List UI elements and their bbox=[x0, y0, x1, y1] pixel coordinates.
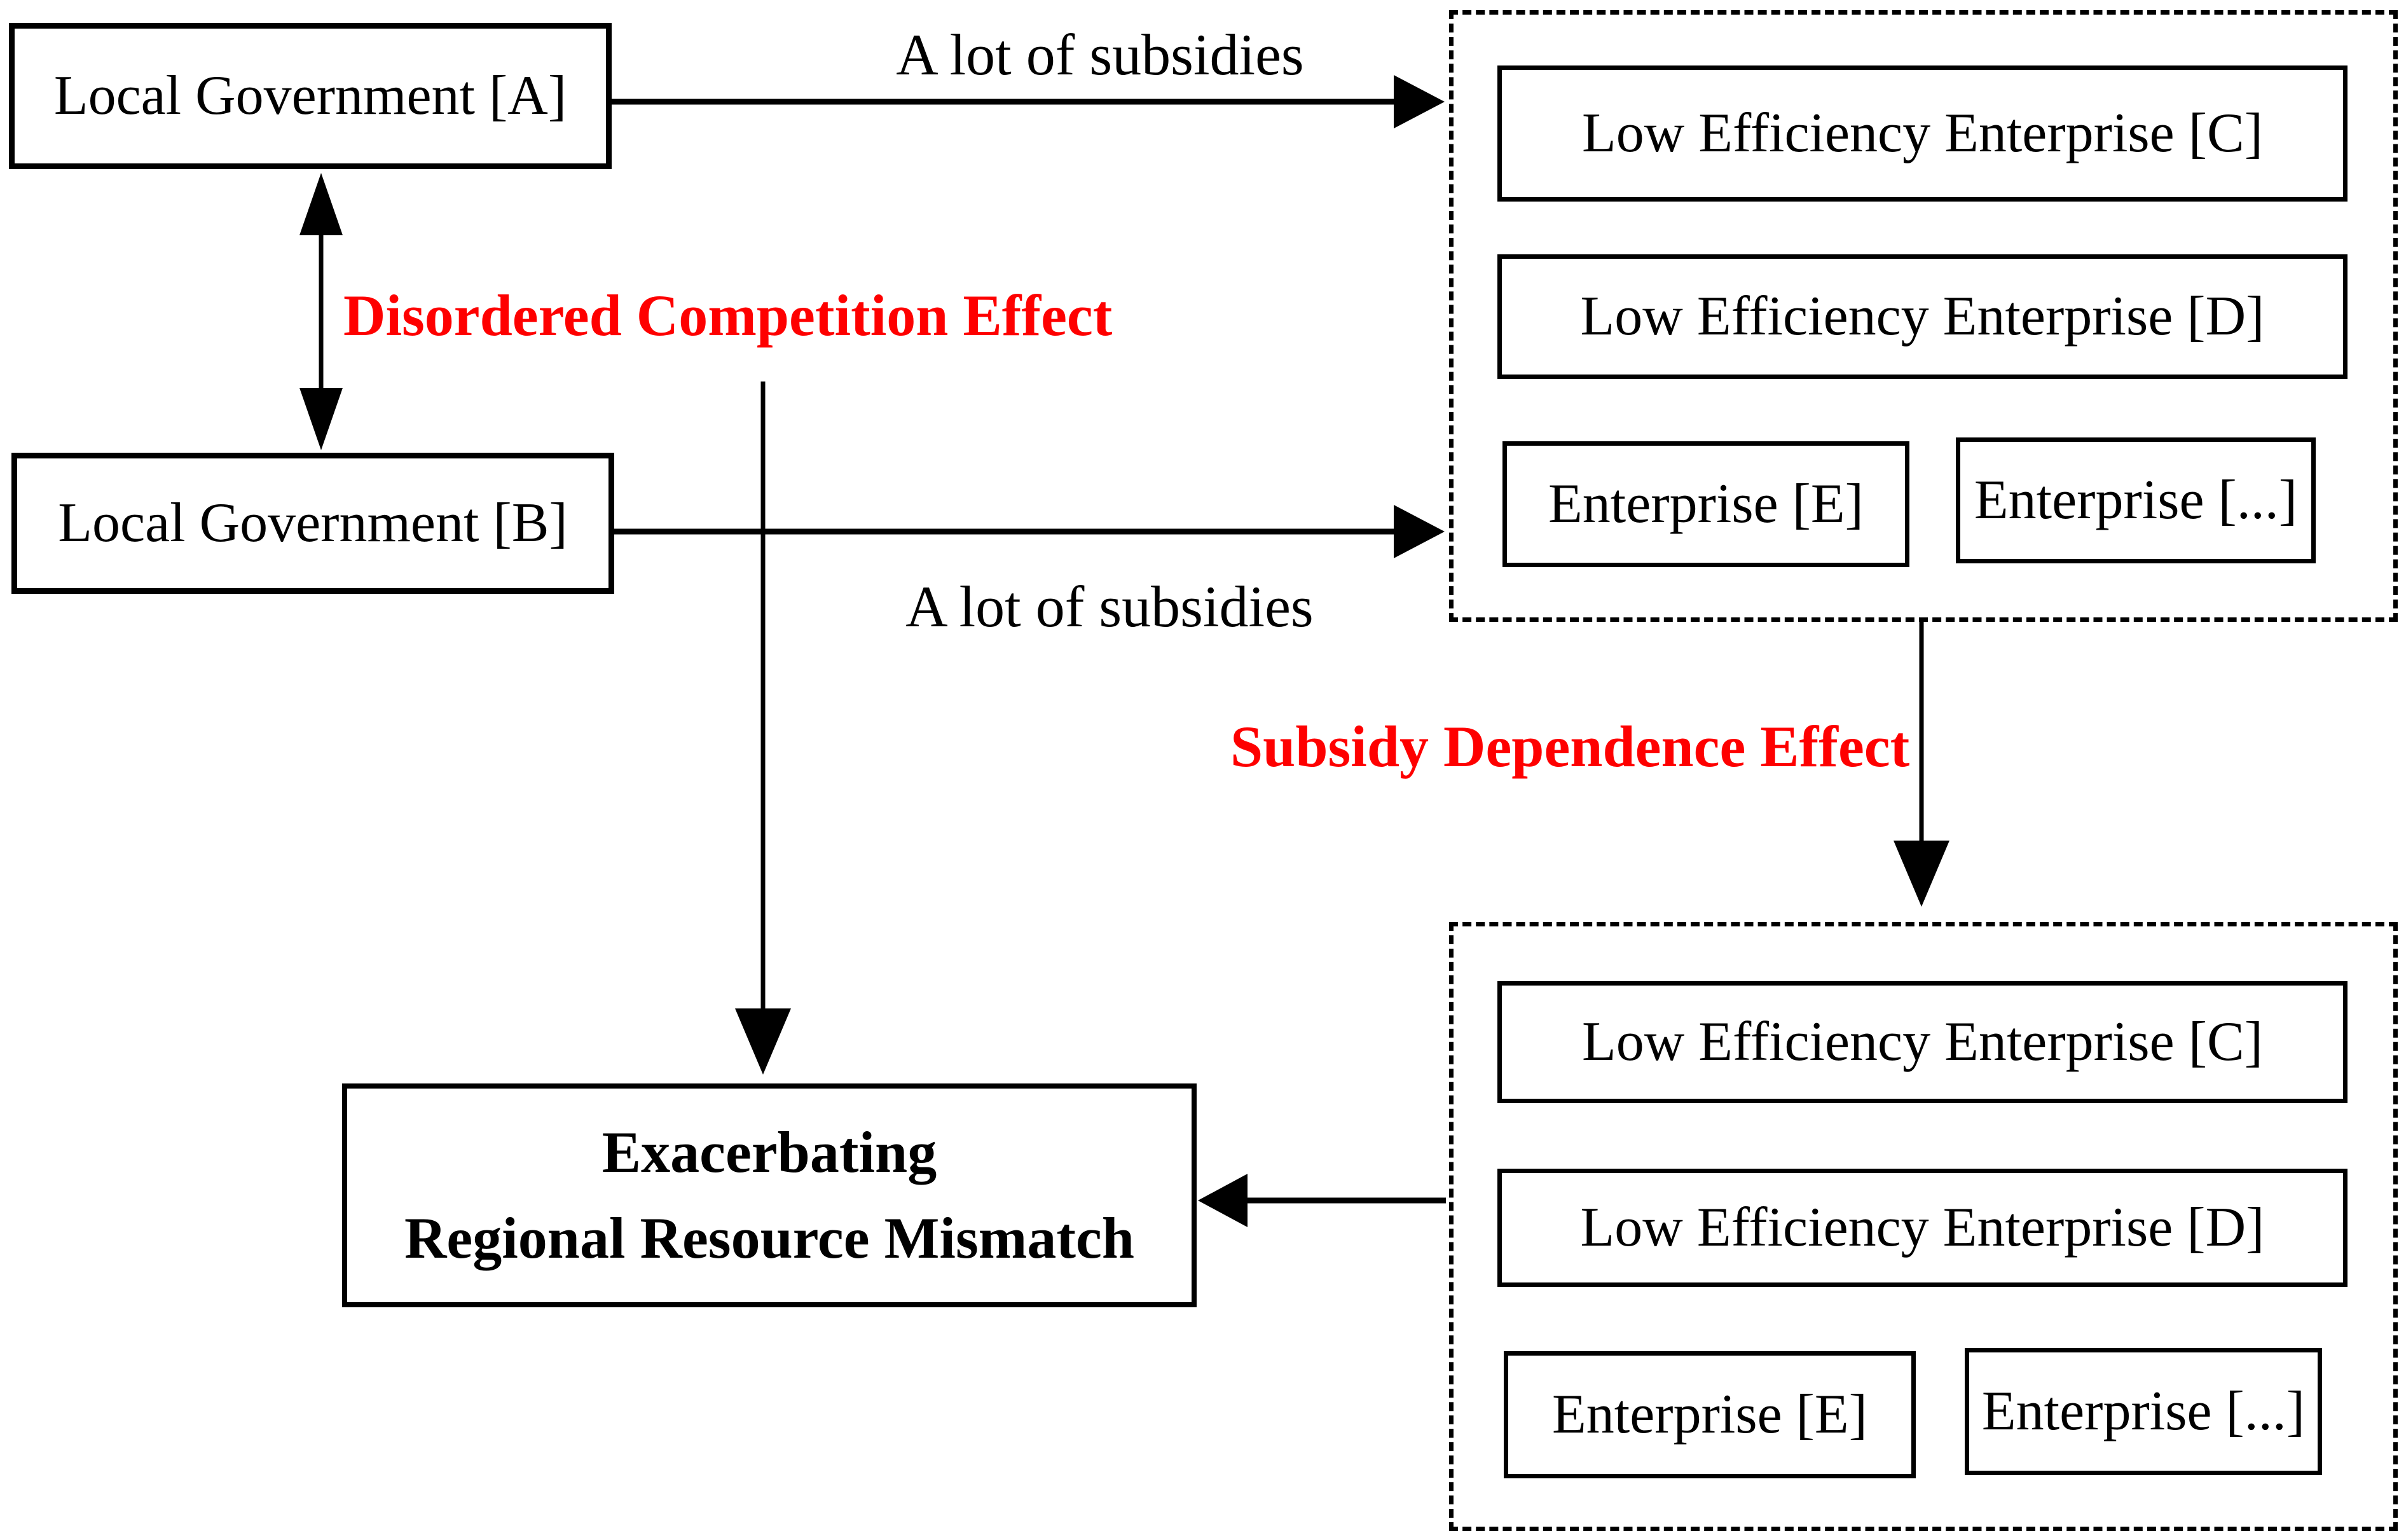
node-local-government-b: Local Government [B] bbox=[11, 453, 614, 594]
node-enterprise-more-bottom: Enterprise [...] bbox=[1965, 1348, 2322, 1475]
node-low-efficiency-enterprise-c-bottom-label: Low Efficiency Enterprise [C] bbox=[1581, 1010, 2264, 1073]
label-subsidies-bottom: A lot of subsidies bbox=[905, 574, 1314, 639]
node-low-efficiency-enterprise-c-bottom: Low Efficiency Enterprise [C] bbox=[1497, 981, 2348, 1103]
node-enterprise-e-top-label: Enterprise [E] bbox=[1548, 472, 1864, 535]
arrow-gov-a-gov-b-double bbox=[299, 173, 343, 450]
label-subsidy-dependence-effect: Subsidy Dependence Effect bbox=[1230, 714, 1910, 779]
node-enterprise-e-top: Enterprise [E] bbox=[1502, 441, 1909, 567]
node-enterprise-more-top-label: Enterprise [...] bbox=[1974, 469, 2298, 531]
node-enterprise-e-bottom: Enterprise [E] bbox=[1504, 1351, 1916, 1478]
node-enterprise-more-bottom-label: Enterprise [...] bbox=[1981, 1380, 2306, 1442]
arrow-region2-to-outcome bbox=[1198, 1174, 1446, 1227]
outcome-line-1: Exacerbating bbox=[602, 1120, 937, 1185]
label-subsidies-top: A lot of subsidies bbox=[896, 22, 1304, 87]
node-low-efficiency-enterprise-d-bottom: Low Efficiency Enterprise [D] bbox=[1497, 1169, 2348, 1287]
node-low-efficiency-enterprise-d-top: Low Efficiency Enterprise [D] bbox=[1497, 254, 2348, 379]
node-enterprise-e-bottom-label: Enterprise [E] bbox=[1552, 1383, 1867, 1445]
node-low-efficiency-enterprise-c-top-label: Low Efficiency Enterprise [C] bbox=[1581, 102, 2264, 164]
arrow-competition-to-outcome bbox=[735, 382, 791, 1075]
outcome-line-2: Regional Resource Mismatch bbox=[404, 1206, 1135, 1270]
label-disordered-competition-effect: Disordered Competition Effect bbox=[343, 283, 1113, 348]
node-low-efficiency-enterprise-d-bottom-label: Low Efficiency Enterprise [D] bbox=[1580, 1196, 2265, 1258]
arrow-gov-b-to-enterprises bbox=[614, 505, 1445, 558]
region-subsidized-enterprises-top bbox=[1449, 10, 2398, 622]
node-low-efficiency-enterprise-c-top: Low Efficiency Enterprise [C] bbox=[1497, 65, 2348, 202]
node-local-government-b-label: Local Government [B] bbox=[58, 492, 568, 554]
node-local-government-a: Local Government [A] bbox=[9, 23, 612, 169]
region-subsidized-enterprises-bottom bbox=[1449, 922, 2398, 1531]
node-enterprise-more-top: Enterprise [...] bbox=[1956, 437, 2316, 563]
node-local-government-a-label: Local Government [A] bbox=[53, 64, 567, 127]
node-outcome-regional-resource-mismatch: Exacerbating Regional Resource Mismatch bbox=[342, 1083, 1197, 1307]
node-low-efficiency-enterprise-d-top-label: Low Efficiency Enterprise [D] bbox=[1580, 285, 2265, 347]
